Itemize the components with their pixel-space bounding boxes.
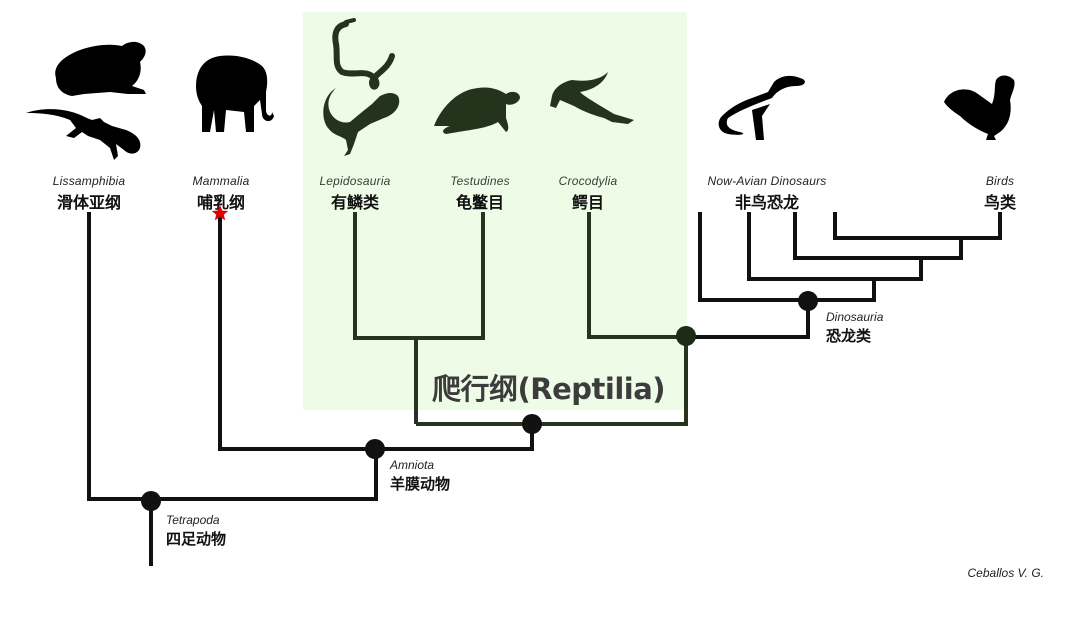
- frog-silhouette-icon: [55, 41, 146, 96]
- latin-name: Mammalia: [192, 174, 250, 188]
- snake-silhouette-icon: [332, 18, 395, 90]
- node-amniota: [365, 439, 385, 459]
- chinese-name: 龟鳖目: [455, 193, 504, 212]
- latin-name: Testudines: [450, 174, 510, 188]
- branch-reptilia: [416, 337, 688, 426]
- latin-name: Lissamphibia: [52, 174, 126, 188]
- node-label-tetrapoda: Tetrapoda 四足动物: [166, 513, 226, 549]
- branch-dinosaur-2: [747, 212, 923, 281]
- latin-name: Crocodylia: [558, 174, 618, 188]
- branch-mammalia: [218, 215, 534, 451]
- taxon-label-testudines: Testudines 龟鳖目: [435, 174, 525, 213]
- reptilia-highlight-panel: [303, 12, 687, 410]
- silhouettes: [26, 18, 1015, 160]
- chinese-name: 滑体亚纲: [56, 193, 121, 212]
- chinese-name: 羊膜动物: [390, 475, 451, 493]
- latin-name: Lepidosauria: [319, 174, 391, 188]
- chinese-name: 恐龙类: [826, 327, 872, 345]
- branch-lepidosauria-testudines: [353, 212, 485, 340]
- chinese-name: 鸟类: [983, 193, 1016, 212]
- branch-lissamphibia: [87, 212, 378, 501]
- node-tetrapoda: [141, 491, 161, 511]
- reptilia-title: 爬行纲(Reptilia): [432, 372, 666, 406]
- latin-name: Amniota: [390, 458, 435, 472]
- chinese-name: 鳄目: [571, 193, 604, 212]
- chinese-name: 非鸟恐龙: [734, 193, 799, 212]
- node-reptilia: [522, 414, 542, 434]
- author-credit: Ceballos V. G.: [967, 566, 1044, 580]
- latin-name: Birds: [985, 174, 1015, 188]
- latin-name: Tetrapoda: [166, 513, 220, 527]
- node-archosauria: [676, 326, 696, 346]
- taxon-label-mammalia: Mammalia 哺乳纲: [180, 174, 262, 213]
- taxon-label-non-avian-dinosaurs: Now-Avian Dinosaurs 非鸟恐龙: [692, 174, 842, 213]
- node-dinosauria: [798, 291, 818, 311]
- branch-birds: [833, 212, 1002, 240]
- chinese-name: 哺乳纲: [196, 193, 245, 212]
- node-label-amniota: Amniota 羊膜动物: [390, 458, 450, 494]
- branch-crocodylia: [587, 212, 686, 339]
- taxon-label-lepidosauria: Lepidosauria 有鳞类: [305, 174, 405, 213]
- taxon-label-lissamphibia: Lissamphibia 滑体亚纲: [48, 174, 130, 213]
- lizard-silhouette-icon: [323, 88, 400, 156]
- taxon-label-crocodylia: Crocodylia 鳄目: [542, 174, 634, 213]
- theropod-silhouette-icon: [718, 75, 805, 140]
- gecko-silhouette-icon: [26, 109, 141, 160]
- branch-dinosauria: [686, 300, 810, 339]
- chinese-name: 四足动物: [166, 530, 227, 548]
- branch-dinosaur-3: [793, 212, 963, 260]
- latin-name: Dinosauria: [826, 310, 884, 324]
- elephant-silhouette-icon: [196, 55, 274, 132]
- latin-name: Now-Avian Dinosaurs: [707, 174, 827, 188]
- chinese-name: 有鳞类: [330, 193, 379, 212]
- branch-dinosaur-outer: [698, 212, 876, 302]
- node-label-dinosauria: Dinosauria 恐龙类: [826, 310, 883, 346]
- star-icon: [211, 205, 229, 221]
- turtle-silhouette-icon: [434, 87, 520, 134]
- taxon-label-birds: Birds 鸟类: [970, 174, 1030, 213]
- rooster-silhouette-icon: [944, 75, 1015, 140]
- crocodile-silhouette-icon: [550, 72, 634, 124]
